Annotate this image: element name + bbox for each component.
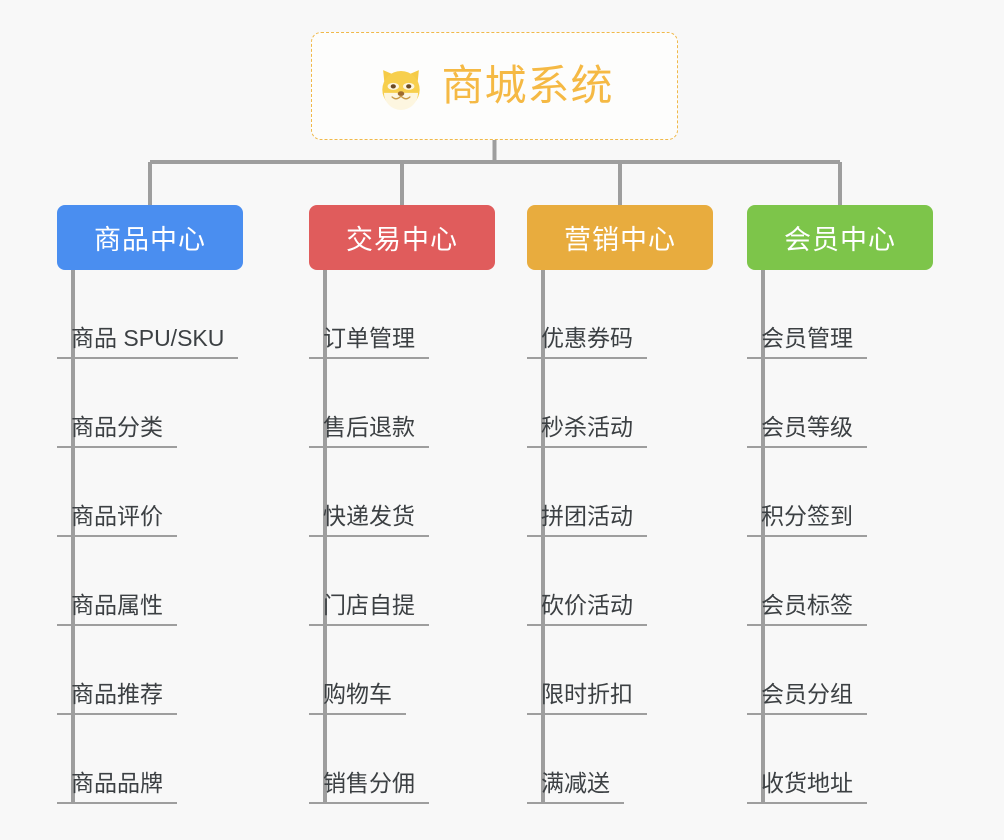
leaf-label: 订单管理: [309, 325, 429, 359]
leaf-label: 销售分佣: [309, 770, 429, 804]
branch-header-marketing-center[interactable]: 营销中心: [527, 205, 713, 270]
list-item[interactable]: 商品评价: [57, 448, 243, 537]
list-item[interactable]: 砍价活动: [527, 537, 713, 626]
leaf-list-product-center: 商品 SPU/SKU 商品分类商品评价商品属性商品推荐商品品牌: [57, 270, 243, 804]
leaf-label: 商品评价: [57, 503, 177, 537]
leaf-label: 砍价活动: [527, 592, 647, 626]
list-item[interactable]: 秒杀活动: [527, 359, 713, 448]
branch-label: 会员中心: [784, 225, 896, 255]
list-item[interactable]: 满减送: [527, 715, 713, 804]
leaf-label: 商品推荐: [57, 681, 177, 715]
list-item[interactable]: 会员管理: [747, 270, 933, 359]
list-item[interactable]: 限时折扣: [527, 626, 713, 715]
leaf-label: 购物车: [309, 681, 406, 715]
list-item[interactable]: 会员标签: [747, 537, 933, 626]
list-item[interactable]: 积分签到: [747, 448, 933, 537]
leaf-label: 优惠券码: [527, 325, 647, 359]
root-node[interactable]: 商城系统: [311, 32, 678, 140]
leaf-label: 会员标签: [747, 592, 867, 626]
leaf-label: 会员等级: [747, 414, 867, 448]
list-item[interactable]: 快递发货: [309, 448, 495, 537]
branch-label: 商品中心: [94, 225, 206, 255]
leaf-label: 商品品牌: [57, 770, 177, 804]
list-item[interactable]: 商品 SPU/SKU: [57, 270, 243, 359]
list-item[interactable]: 商品品牌: [57, 715, 243, 804]
dog-face-icon: [375, 62, 427, 114]
branch-label: 交易中心: [346, 225, 458, 255]
leaf-list-member-center: 会员管理会员等级积分签到会员标签会员分组收货地址: [747, 270, 933, 804]
branch-header-trade-center[interactable]: 交易中心: [309, 205, 495, 270]
list-item[interactable]: 商品分类: [57, 359, 243, 448]
leaf-list-trade-center: 订单管理售后退款快递发货门店自提购物车销售分佣: [309, 270, 495, 804]
list-item[interactable]: 商品推荐: [57, 626, 243, 715]
list-item[interactable]: 会员等级: [747, 359, 933, 448]
list-item[interactable]: 收货地址: [747, 715, 933, 804]
branch-label: 营销中心: [564, 225, 676, 255]
list-item[interactable]: 商品属性: [57, 537, 243, 626]
leaf-label: 快递发货: [309, 503, 429, 537]
leaf-label: 会员管理: [747, 325, 867, 359]
list-item[interactable]: 优惠券码: [527, 270, 713, 359]
leaf-label: 售后退款: [309, 414, 429, 448]
leaf-label: 商品分类: [57, 414, 177, 448]
list-item[interactable]: 拼团活动: [527, 448, 713, 537]
branch-header-member-center[interactable]: 会员中心: [747, 205, 933, 270]
leaf-label: 商品 SPU/SKU: [57, 325, 239, 359]
branch-header-product-center[interactable]: 商品中心: [57, 205, 243, 270]
leaf-label: 收货地址: [747, 770, 867, 804]
list-item[interactable]: 门店自提: [309, 537, 495, 626]
branch-member-center: 会员中心会员管理会员等级积分签到会员标签会员分组收货地址: [747, 205, 933, 804]
leaf-label: 门店自提: [309, 592, 429, 626]
list-item[interactable]: 会员分组: [747, 626, 933, 715]
leaf-label: 商品属性: [57, 592, 177, 626]
root-title: 商城系统: [441, 62, 614, 109]
leaf-label: 满减送: [527, 770, 624, 804]
branch-marketing-center: 营销中心优惠券码秒杀活动拼团活动砍价活动限时折扣满减送: [527, 205, 713, 804]
list-item[interactable]: 订单管理: [309, 270, 495, 359]
leaf-list-marketing-center: 优惠券码秒杀活动拼团活动砍价活动限时折扣满减送: [527, 270, 713, 804]
list-item[interactable]: 售后退款: [309, 359, 495, 448]
branch-trade-center: 交易中心订单管理售后退款快递发货门店自提购物车销售分佣: [309, 205, 495, 804]
leaf-label: 限时折扣: [527, 681, 647, 715]
leaf-label: 秒杀活动: [527, 414, 647, 448]
branch-product-center: 商品中心商品 SPU/SKU 商品分类商品评价商品属性商品推荐商品品牌: [57, 205, 243, 804]
leaf-label: 会员分组: [747, 681, 867, 715]
list-item[interactable]: 购物车: [309, 626, 495, 715]
list-item[interactable]: 销售分佣: [309, 715, 495, 804]
leaf-label: 拼团活动: [527, 503, 647, 537]
leaf-label: 积分签到: [747, 503, 867, 537]
